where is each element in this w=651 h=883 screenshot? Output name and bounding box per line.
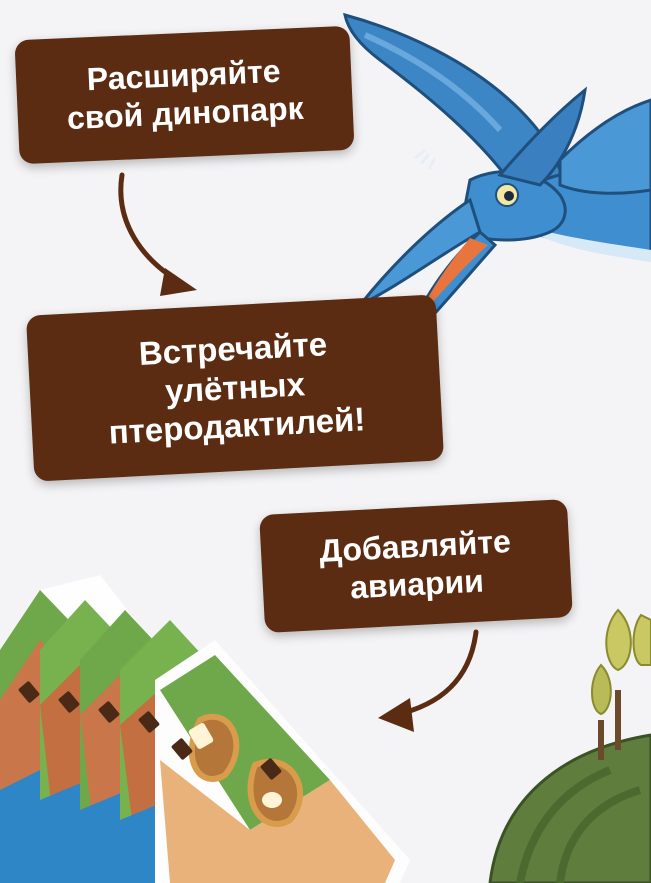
callout-add-aviaries: Добавляйте авиарии <box>259 499 573 633</box>
tree-illustration <box>591 608 651 760</box>
green-hill-illustration <box>488 733 651 883</box>
callout-meet-pterodactyls: Встречайте улётных птеродактилей! <box>25 294 445 482</box>
callout-expand-park: Расширяйте свой динопарк <box>14 25 355 165</box>
pterodactyl-illustration <box>343 12 651 347</box>
aviary-cards-illustration <box>0 575 410 883</box>
